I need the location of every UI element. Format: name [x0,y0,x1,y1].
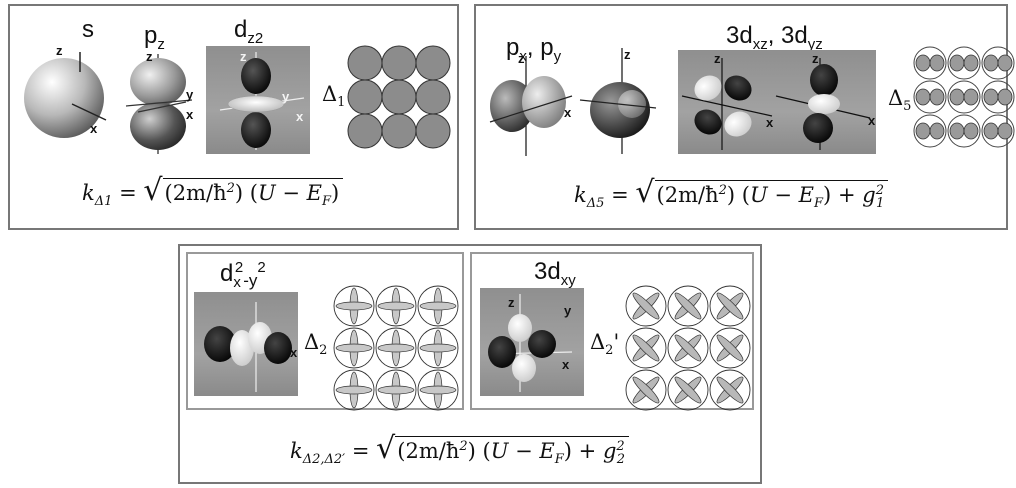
pz-y-axis-label: y [186,87,194,102]
pz-x-axis-label: x [186,107,194,122]
3dxz-orbital-shape [681,58,773,150]
3dxy-x-axis-label: x [562,357,570,372]
3dyz-orbital-shape [775,58,871,150]
dx2y2-x-axis-label: x [290,345,298,360]
3dyz-z-axis-label: z [812,51,819,66]
delta1-symbol: Δ1 [322,82,346,111]
s-x-axis-label: x [90,121,98,136]
dz2-z-axis-label: z [240,49,247,64]
dz2-orbital-shape [219,52,305,150]
pz-orbital-lobes [125,54,193,154]
s-orbital-sphere [24,52,107,138]
3dxz-x-axis-label: x [766,115,774,130]
dx2y2-orbital-shape [204,302,292,392]
pz-z-axis-label: z [146,49,153,64]
3dxz-3dyz-label: 3dxz, 3dyz [726,22,823,53]
delta5-lattice-grid [913,46,1015,148]
3dxy-z-axis-label: z [508,295,515,310]
3dxy-label: 3dxy [534,258,576,289]
dz2-label: dz2 [234,16,264,47]
dz2-y-axis-label: y [282,89,290,104]
px-z-axis-label: z [518,51,525,66]
pz-label: pz [144,22,165,53]
delta2-symbol: Δ2 [304,330,328,359]
delta1-lattice-grid [347,45,451,149]
s-label: s [82,16,94,43]
dz2-x-axis-label: x [296,109,304,124]
dx2-y2-label: dx2-y2 [220,259,266,291]
3dyz-x-axis-label: x [868,113,876,128]
delta2-prime-symbol: Δ2' [590,330,620,359]
px-orbital-lobes [489,56,573,156]
delta5-panel: px, py z x z 3dx [474,4,1015,230]
delta2-panel: dx2-y2 x Δ2 3dxy [178,244,762,484]
px-x-axis-label: x [564,105,572,120]
delta1-panel: s z x pz z y x dz2 [8,4,459,230]
delta2-prime-lattice-grid [625,285,751,411]
delta2-lattice-grid [333,285,459,411]
py-z-axis-label: z [624,47,631,62]
delta5-symbol: Δ5 [888,86,912,115]
k-delta1-equation: kΔ1 = √(2m/ħ2) (U − EF) [82,176,344,208]
3dxy-y-axis-label: y [564,303,572,318]
py-orbital-lobes [579,48,657,154]
k-delta2-equation: kΔ2,Δ2′ = √(2m/ħ2) (U − EF) + g22 [290,434,629,466]
s-z-axis-label: z [56,43,63,58]
px-py-label: px, py [506,34,562,65]
k-delta5-equation: kΔ5 = √(2m/ħ2) (U − EF) + g21 [574,178,889,210]
3dxy-orbital-shape [488,294,573,392]
3dxz-z-axis-label: z [714,51,721,66]
